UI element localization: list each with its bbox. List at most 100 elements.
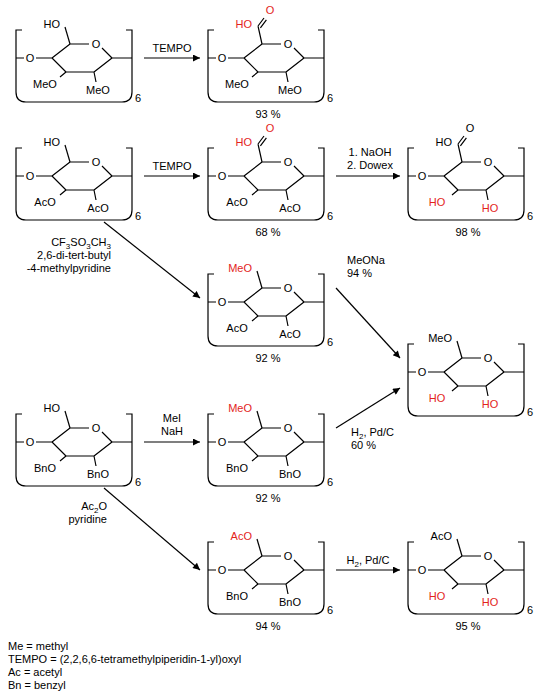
- macrocycle-bracket: [16, 148, 132, 220]
- atom-label: MeO: [86, 84, 110, 96]
- c6-bond: [65, 145, 70, 162]
- ring-bonds: [208, 556, 324, 594]
- atom-label: 6: [327, 604, 333, 616]
- atom-label: O: [284, 38, 293, 50]
- cyclodextrin-structure: MeOOOAcOAcO692 %: [200, 248, 336, 366]
- atom-label: AcO: [279, 328, 300, 340]
- atom-label: O: [284, 156, 293, 168]
- c6-bond: [65, 411, 70, 428]
- cyclodextrin-structure: HOOOBnOBnO6: [8, 388, 144, 488]
- reaction-arrow: [104, 488, 200, 570]
- atom-label: HO: [482, 398, 499, 410]
- atom-label: 6: [327, 336, 333, 348]
- ring-bonds: [16, 44, 132, 82]
- atom-label: 6: [527, 210, 533, 222]
- yield-label: 94 %: [255, 620, 280, 632]
- cyclodextrin-structure: MeOOOHOHO6: [400, 318, 536, 418]
- ring-bonds: [408, 162, 524, 200]
- atom-label: MeO: [33, 78, 57, 90]
- macrocycle-bracket: [408, 148, 524, 220]
- atom-label: BnO: [226, 462, 248, 474]
- ring-bonds: [208, 44, 324, 82]
- atom-label: AcO: [231, 530, 252, 542]
- atom-label: O: [418, 170, 427, 182]
- atom-label: HO: [482, 202, 499, 214]
- reaction-arrow: [104, 222, 200, 298]
- atom-label: 6: [527, 604, 533, 616]
- atom-label: O: [266, 4, 275, 16]
- macrocycle-bracket: [208, 542, 324, 614]
- cyclodextrin-structure: HOOOOHOHO698 %: [400, 122, 536, 240]
- reagent-label: TEMPO: [151, 160, 192, 173]
- atom-label: HO: [436, 136, 453, 148]
- reaction-arrow: [144, 441, 200, 442]
- ring-bonds: [208, 288, 324, 326]
- abbreviation-note: Ac = acetyl: [8, 666, 62, 679]
- atom-label: 6: [527, 406, 533, 418]
- atom-label: O: [418, 366, 427, 378]
- atom-label: AcO: [34, 196, 55, 208]
- atom-label: AcO: [226, 322, 247, 334]
- atom-label: 6: [327, 210, 333, 222]
- reaction-arrow: [336, 388, 400, 428]
- macrocycle-bracket: [208, 30, 324, 102]
- atom-label: HO: [44, 18, 61, 30]
- atom-label: O: [218, 296, 227, 308]
- atom-label: 6: [327, 92, 333, 104]
- reagent-label: Ac2O pyridine: [67, 500, 108, 526]
- reaction-arrow: [336, 569, 400, 570]
- yield-label: 95 %: [455, 620, 480, 632]
- macrocycle-bracket: [408, 542, 524, 614]
- atom-label: O: [284, 550, 293, 562]
- atom-label: MeO: [228, 402, 252, 414]
- atom-label: HO: [44, 402, 61, 414]
- reagent-label: TEMPO: [151, 42, 192, 55]
- atom-label: BnO: [226, 590, 248, 602]
- atom-label: HO: [429, 392, 446, 404]
- ring-bonds: [408, 556, 524, 594]
- carboxyl-bonds: [258, 18, 266, 44]
- abbreviation-note: Me = methyl: [8, 640, 68, 653]
- cyclodextrin-structure: HOOOOAcOAcO668 %: [200, 122, 336, 240]
- reaction-arrow: [144, 57, 200, 58]
- reagent-label: MeONa 94 %: [346, 254, 386, 280]
- atom-label: HO: [429, 590, 446, 602]
- atom-label: MeO: [278, 84, 302, 96]
- c6-bond: [257, 271, 262, 288]
- c6-bond: [257, 539, 262, 556]
- yield-label: 68 %: [255, 226, 280, 238]
- yield-label: 98 %: [455, 226, 480, 238]
- atom-label: HO: [482, 596, 499, 608]
- c6-bond: [457, 341, 462, 358]
- ring-bonds: [408, 358, 524, 396]
- atom-label: BnO: [279, 468, 301, 480]
- cyclodextrin-structure: HOOOOMeOMeO693 %: [200, 4, 336, 122]
- macrocycle-bracket: [408, 344, 524, 416]
- atom-label: 6: [135, 92, 141, 104]
- reagent-label: 1. NaOH 2. Dowex: [346, 146, 394, 172]
- reagent-label: MeI NaH: [160, 412, 184, 438]
- abbreviation-note: Bn = benzyl: [8, 679, 66, 692]
- atom-label: HO: [429, 196, 446, 208]
- macrocycle-bracket: [208, 274, 324, 346]
- ring-bonds: [16, 428, 132, 466]
- c6-bond: [457, 539, 462, 556]
- atom-label: AcO: [279, 202, 300, 214]
- atom-label: MeO: [225, 78, 249, 90]
- atom-label: BnO: [34, 462, 56, 474]
- atom-label: O: [266, 122, 275, 134]
- atom-label: HO: [44, 136, 61, 148]
- yield-label: 93 %: [255, 108, 280, 120]
- atom-label: O: [418, 564, 427, 576]
- atom-label: O: [284, 422, 293, 434]
- atom-label: AcO: [87, 202, 108, 214]
- atom-label: O: [218, 564, 227, 576]
- atom-label: O: [26, 170, 35, 182]
- reaction-arrow: [144, 175, 200, 176]
- macrocycle-bracket: [208, 414, 324, 486]
- atom-label: O: [92, 156, 101, 168]
- atom-label: HO: [236, 136, 253, 148]
- atom-label: BnO: [279, 596, 301, 608]
- atom-label: O: [484, 352, 493, 364]
